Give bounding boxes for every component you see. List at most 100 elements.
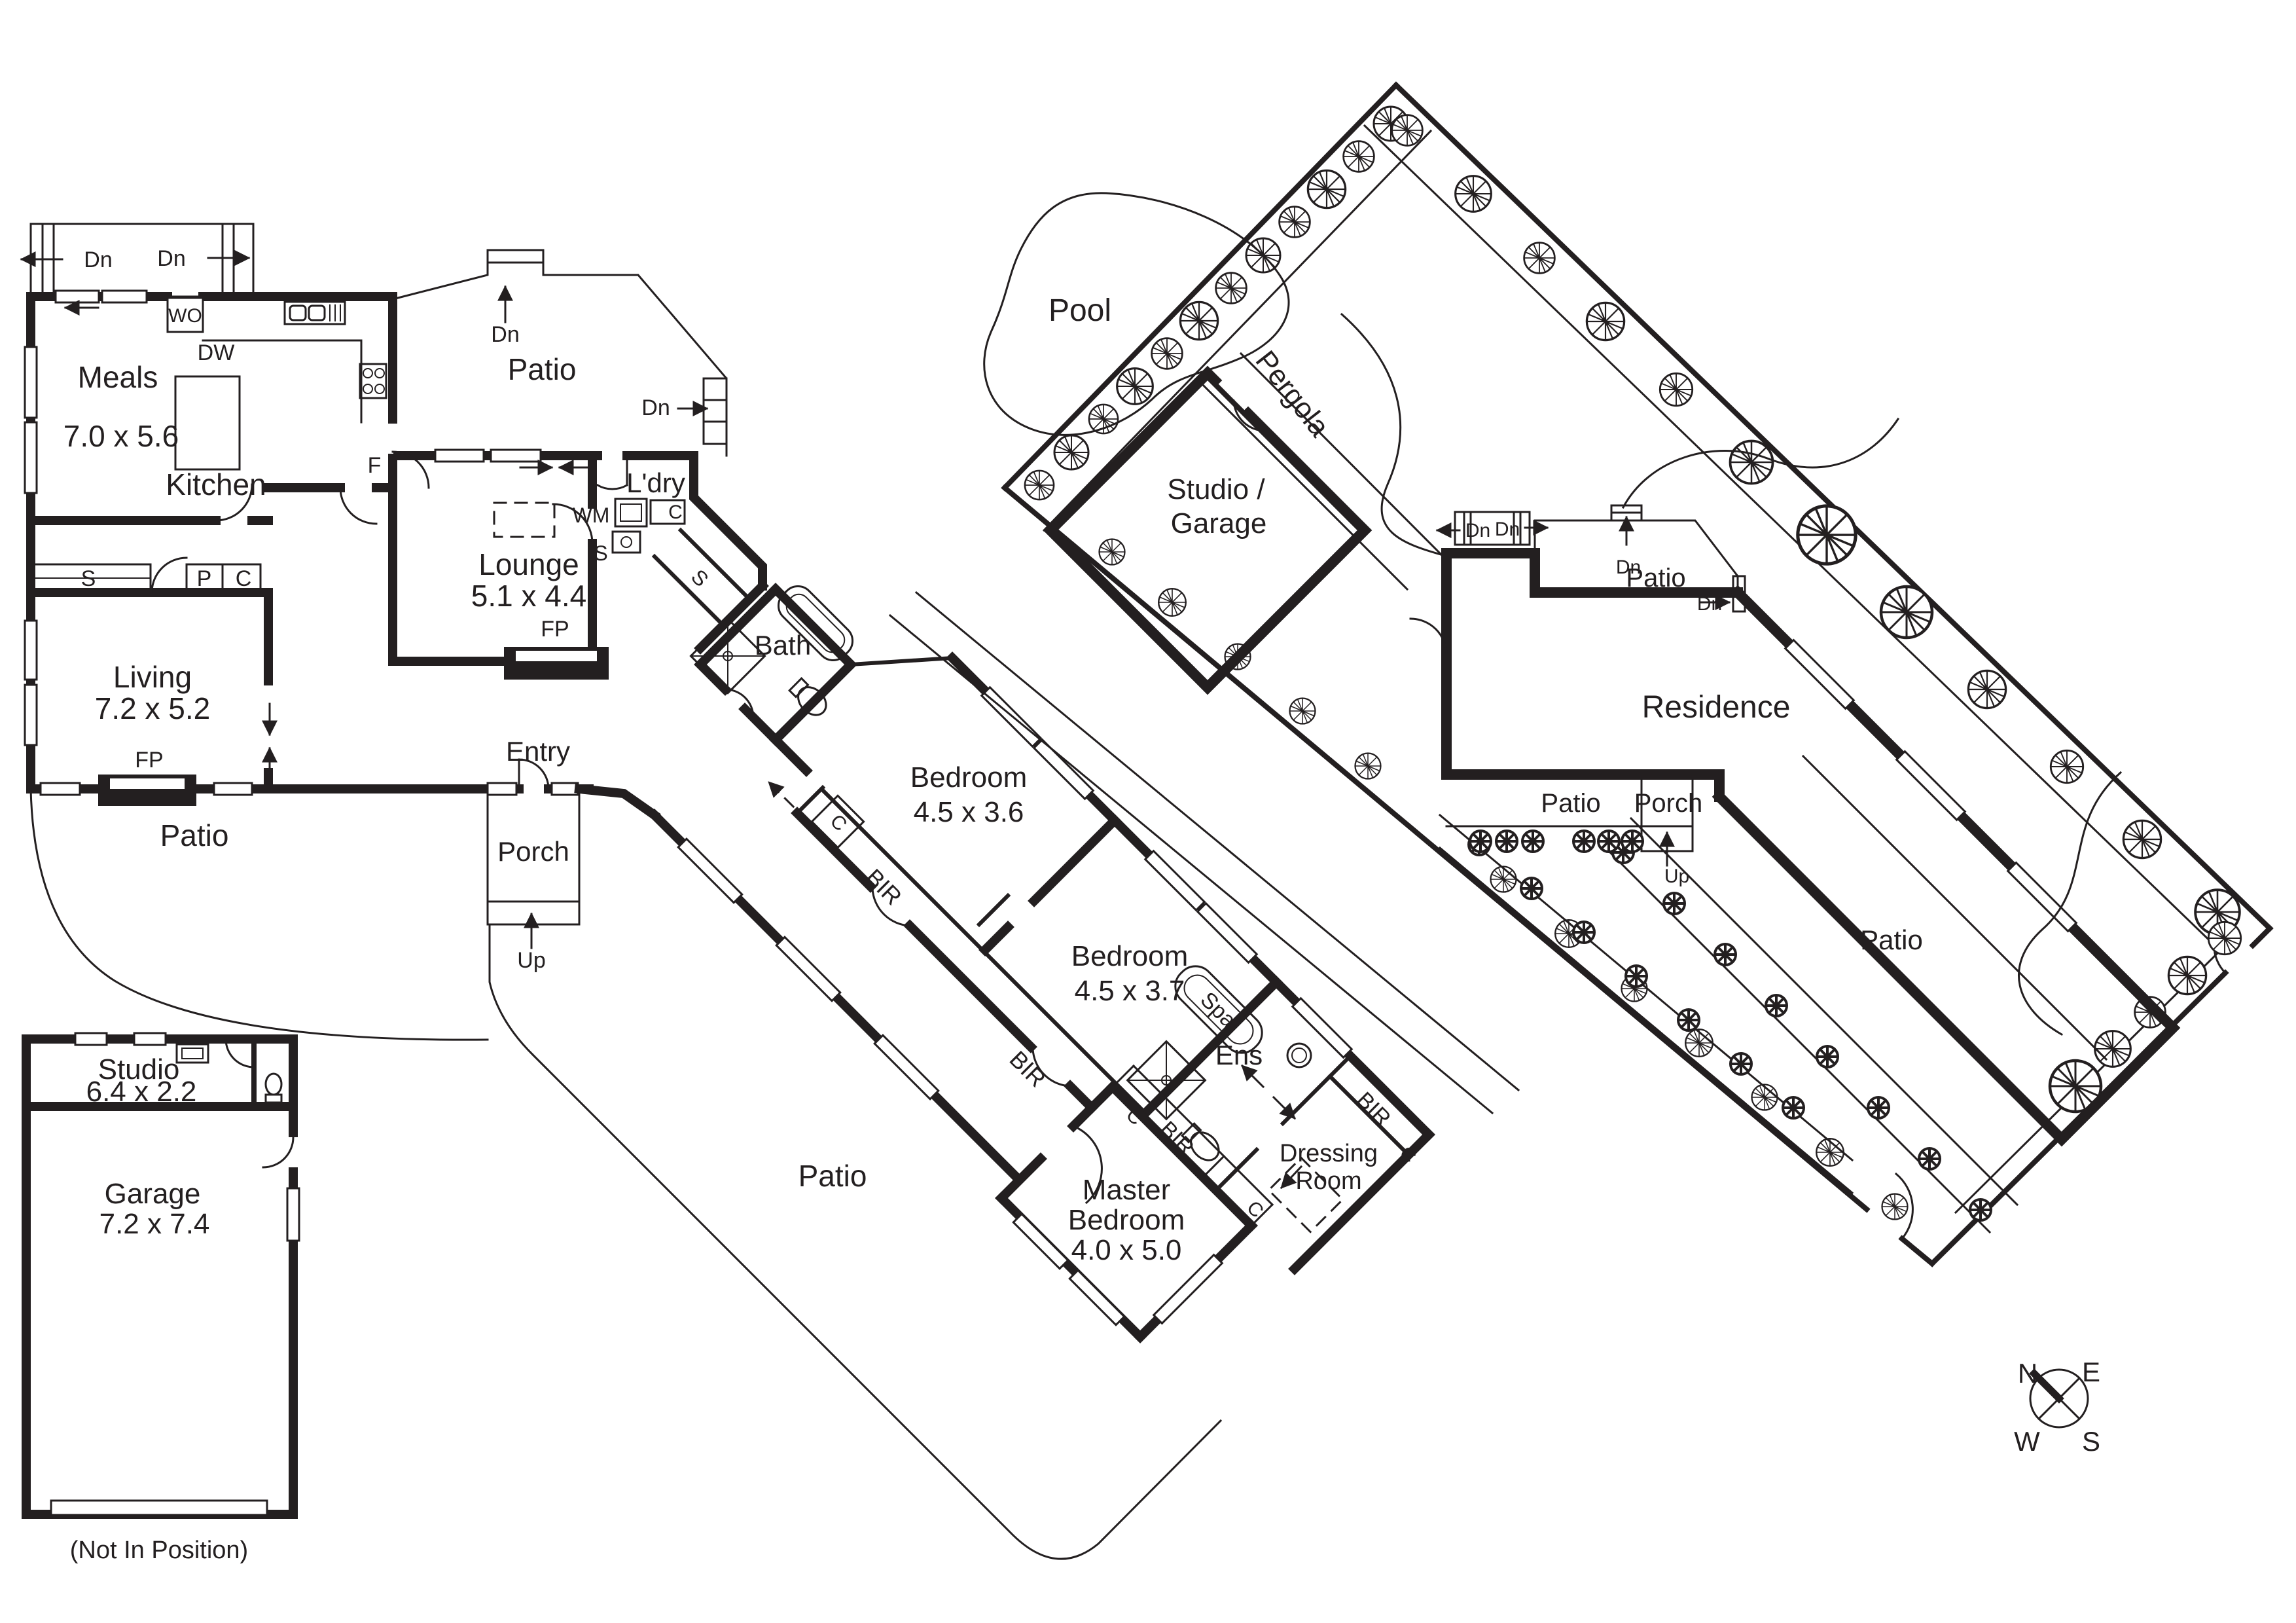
dn-label: Dn [1465,520,1490,541]
room-label-studio: Studio [98,1053,180,1085]
path-arrow [1280,1165,1303,1190]
wo-label: WO [168,305,202,327]
window [1196,902,1259,964]
fp-label: FP [135,748,163,773]
window [1032,738,1095,801]
gate-arc [1894,1172,1914,1241]
dn-label: Dn [84,247,112,272]
kitchen-area: WO DW F Meals 7.0 x 5.6 Kitchen [63,297,397,525]
robe-row: S P C [28,483,278,793]
door-arc [1031,1048,1071,1087]
room-label-bedroom1: Bedroom [910,761,1028,793]
room-label-ensuite: Ens [1215,1040,1263,1070]
toilet-icon [1181,1122,1220,1161]
path-arrow [1272,1095,1297,1120]
room-label-living: Living [113,660,192,694]
dn-label: Dn [1697,593,1722,615]
pool: Pool [983,192,1290,436]
window [54,289,100,304]
room-label-patio-lower: Patio [798,1159,867,1193]
compass-n: N [2018,1358,2037,1389]
window [74,1032,108,1046]
residence-deck: Dn Dn [1435,511,1549,546]
patio-right-label: Patio [1860,924,1923,955]
residence-label: Residence [1642,690,1791,725]
island-bench [174,375,241,471]
room-label-meals: Meals [78,360,158,394]
window [2006,861,2078,933]
up-label: Up [517,948,545,973]
window [213,782,253,796]
window [486,782,518,796]
window [1143,849,1206,912]
trough-icon [611,530,641,554]
residence-porch: Patio Porch Up [1445,773,1703,887]
door-arc [552,503,594,545]
not-in-position-note: (Not In Position) [70,1537,248,1564]
pool-label: Pool [1049,293,1111,328]
window [1152,1253,1224,1325]
room-label-patio-top: Patio [508,352,577,386]
patio-upper-label: Patio [1626,564,1685,593]
patio-top: Dn Dn Patio [393,249,728,475]
door-arc [391,450,430,489]
trough-label: S [594,541,607,565]
dashed-furniture [1267,1156,1344,1233]
window [873,1034,940,1101]
room-dims-bedroom2: 4.5 x 3.7 [1075,975,1185,1007]
door-arc [1072,1125,1103,1205]
site-plan: Pool Pergola Studio / Garage Residenc [888,81,2274,1267]
wall-oven [166,297,204,333]
compass-rose: N E W S [2014,1357,2100,1457]
window [550,782,579,796]
door-arc [871,887,911,927]
dw-label: DW [198,340,235,365]
residence-porch-label: Porch [1634,789,1703,818]
room-dims-lounge: 5.1 x 4.4 [471,579,586,613]
main-house: Dn Dn WO DW [20,223,857,1041]
window [24,684,38,746]
entry-door [518,758,550,790]
robe-label: S [687,564,713,591]
dn-label: Dn [1616,556,1641,578]
robe-label: S [81,566,96,591]
closet-label: C [668,501,683,523]
bathroom: Bath [689,583,857,746]
bir-label: BIR [1005,1046,1051,1092]
path-arrow [1240,1064,1265,1089]
window [24,421,38,494]
door-arc [151,556,188,594]
cupboard [649,499,686,525]
window [24,619,38,681]
room-dims-studio: 6.4 x 2.2 [86,1076,197,1108]
door-arc [215,483,253,522]
site-studio-garage: Studio / Garage [1043,365,1372,695]
window [286,1187,300,1242]
door-arc [262,1136,295,1169]
compass-w: W [2014,1426,2040,1457]
garden-rows [1438,813,2019,1234]
sink-icon [283,301,346,325]
outbuilding: Studio 6.4 x 2.2 Garage 7.2 x 7.4 (Not I… [22,1032,300,1564]
patio-strip-label: Patio [1541,789,1600,818]
room-dims-bedroom1: 4.5 x 3.6 [914,796,1024,828]
shower-icon [1126,1040,1207,1121]
room-dims-living: 7.2 x 5.2 [95,691,210,725]
residence-upper-patio: Dn Patio Dn [1534,504,1746,615]
window [490,448,542,463]
room-label-bedroom2: Bedroom [1071,940,1189,972]
room-dims-meals: 7.0 x 5.6 [63,419,179,453]
residence: Residence Patio [1409,548,2181,1147]
gate-arc [1409,617,1448,656]
toilet-icon [264,1072,283,1104]
window [1068,1269,1126,1326]
cooktop-icon [359,363,387,399]
window [133,1032,167,1046]
window [980,685,1043,748]
room-label-dressing2: Room [1295,1167,1361,1195]
garage-door [50,1499,268,1516]
room-label-laundry: L'dry [626,467,685,498]
window [39,782,81,796]
shower-icon [689,617,766,695]
front-porch: Porch Up [486,788,581,973]
